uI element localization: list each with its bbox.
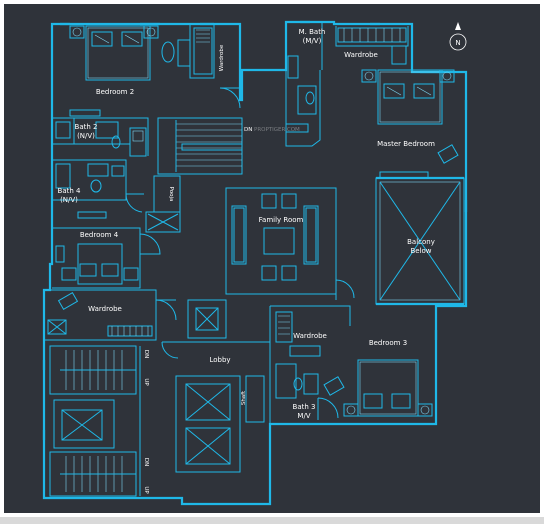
label-lobby: Lobby [209, 356, 230, 364]
label-shaft: Shaft [241, 390, 247, 405]
compass-label: N [455, 39, 460, 47]
family-room [225, 187, 337, 295]
label-watermark: PROPTIGER.COM [254, 127, 300, 133]
label-stair-dn-2: DN [143, 458, 149, 466]
label-bath4-line1: Bath 4 [58, 187, 81, 195]
label-balcony-line1: Balcony [407, 238, 435, 246]
label-stair-up-2: UP [143, 486, 149, 494]
label-bath3-line1: Bath 3 [293, 403, 316, 411]
label-balcony-line2: Below [410, 247, 431, 255]
label-dn-top: DN [244, 127, 252, 133]
label-bedroom-4: Bedroom 4 [80, 231, 119, 239]
label-pooja: Pooja [168, 187, 174, 202]
label-bath2-line2: (N/V) [77, 132, 95, 140]
footer-strip [0, 517, 544, 524]
label-wardrobe-bedroom3: Wardrobe [293, 332, 327, 340]
outer-wall [42, 20, 468, 506]
bed-bedroom3 [357, 359, 419, 417]
label-wardrobe-master: Wardrobe [344, 51, 378, 59]
bed-bedroom4 [77, 243, 123, 285]
label-bath3-line2: M/V [297, 412, 310, 420]
plan-background [4, 4, 540, 513]
bed-bedroom2 [85, 25, 151, 81]
label-bedroom-3: Bedroom 3 [369, 339, 407, 347]
label-stair-dn-1: DN [143, 350, 149, 358]
label-bedroom-2: Bedroom 2 [96, 88, 134, 96]
label-wardrobe-bedroom4: Wardrobe [88, 305, 122, 313]
bed-master [377, 69, 443, 125]
label-mbath-line2: (M/V) [303, 37, 322, 45]
plan-lines [42, 20, 468, 506]
north-compass-icon: N [449, 22, 467, 51]
label-master-bedroom: Master Bedroom [377, 140, 435, 148]
label-wardrobe-bedroom2: Wardrobe [219, 44, 225, 71]
label-bath4-line2: (N/V) [60, 196, 78, 204]
label-mbath-line1: M. Bath [299, 28, 326, 36]
label-stair-up: UP [143, 378, 149, 386]
label-bath2-line1: Bath 2 [75, 123, 98, 131]
label-family-room: Family Room [259, 216, 304, 224]
